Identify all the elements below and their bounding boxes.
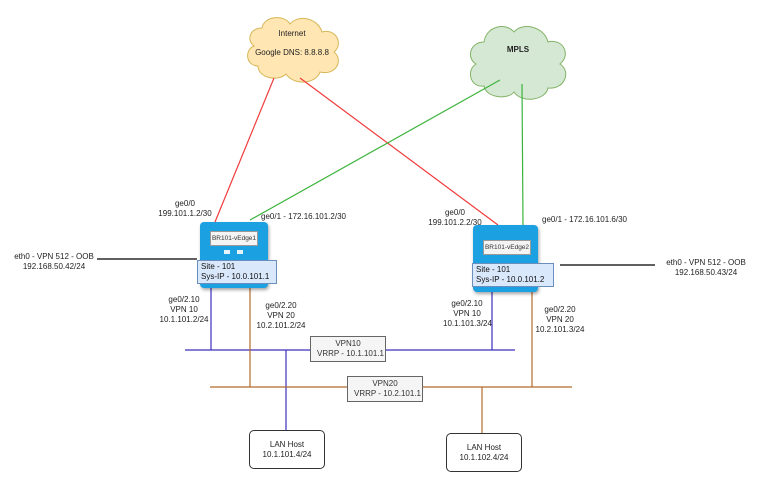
vedge1-ge0210-ip: 10.1.101.2/24	[159, 315, 209, 324]
vedge2-ge01-label: ge0/1 - 172.16.101.6/30	[542, 215, 627, 224]
vedge2-eth0-ip: 192.168.50.43/24	[674, 268, 738, 277]
vedge2-eth0-label: eth0 - VPN 512 - OOB 192.168.50.43/24	[666, 258, 746, 278]
vedge2-ge0210-vpn: VPN 10	[453, 309, 481, 318]
internet-cloud-subtitle: Google DNS: 8.8.8.8	[255, 48, 329, 57]
vpn20-title: VPN20	[372, 379, 398, 388]
vpn20-vrrp-box[interactable]: VPN20 VRRP - 10.2.101.1	[347, 376, 423, 402]
mpls-cloud[interactable]	[469, 26, 567, 100]
vedge2-ge0220-vpn: VPN 20	[546, 315, 574, 324]
vedge1-name: BR101-vEdge1	[210, 231, 258, 246]
internet-link-vedge2	[299, 77, 499, 226]
vpn20-vrrp: VRRP - 10.2.101.1	[354, 389, 422, 398]
vedge2-ge0220-ip: 10.2.101.3/24	[535, 325, 585, 334]
vedge2-ge0210-ip: 10.1.101.3/24	[443, 319, 492, 328]
vedge2-ge0220-label: ge0/2.20 VPN 20 10.2.101.3/24	[535, 305, 585, 335]
mpls-link-vedge2	[521, 83, 524, 226]
lan-host-1-title: LAN Host	[269, 439, 305, 449]
lan-host-2-title: LAN Host	[466, 442, 502, 452]
vpn10-vrrp: VRRP - 10.1.101.1	[317, 349, 385, 358]
vedge1-ge00-name: ge0/0	[174, 199, 196, 208]
vedge1-ge0210-label: ge0/2.10 VPN 10 10.1.101.2/24	[159, 295, 209, 325]
vedge1-ge0210-name: ge0/2.10	[168, 295, 200, 304]
router-icon	[224, 250, 244, 256]
vedge1-eth0-name: eth0 - VPN 512 - OOB	[14, 252, 94, 261]
vedge1-eth0-ip: 192.168.50.42/24	[22, 262, 86, 271]
vedge1-sys-ip: Sys-IP - 10.0.101.1	[201, 272, 270, 281]
vedge1-ge0220-label: ge0/2.20 VPN 20 10.2.101.2/24	[256, 301, 306, 331]
vedge2-ge0210-name: ge0/2.10	[451, 299, 483, 308]
vedge1-site-box: Site - 101 Sys-IP - 10.0.101.1	[197, 260, 277, 284]
vedge1-ge01-label: ge0/1 - 172.16.101.2/30	[261, 212, 346, 221]
vedge1-ge0220-vpn: VPN 20	[267, 311, 295, 320]
vpn10-title: VPN10	[335, 339, 361, 348]
mpls-cloud-title: MPLS	[506, 45, 530, 54]
vedge1-ge00-ip: 199.101.1.2/30	[158, 209, 212, 218]
vedge1-eth0-label: eth0 - VPN 512 - OOB 192.168.50.42/24	[14, 252, 94, 272]
vedge2-eth0-name: eth0 - VPN 512 - OOB	[666, 258, 746, 267]
lan-host-1-ip: 10.1.101.4/24	[262, 449, 312, 459]
vedge1-ge0210-vpn: VPN 10	[170, 305, 198, 314]
vedge2-site-box: Site - 101 Sys-IP - 10.0.101.2	[472, 263, 554, 287]
vedge2-ge00-name: ge0/0	[444, 208, 466, 217]
internet-cloud[interactable]	[247, 17, 339, 83]
vedge2-name: BR101-vEdge2	[483, 240, 531, 255]
internet-cloud-title: Internet	[278, 29, 306, 38]
vedge2-ge00-ip: 199.101.2.2/30	[428, 218, 482, 227]
vedge1-site: Site - 101	[201, 262, 236, 271]
vedge2-ge0210-label: ge0/2.10 VPN 10 10.1.101.3/24	[443, 299, 492, 329]
internet-link-vedge1	[214, 77, 275, 223]
vedge2-site: Site - 101	[476, 265, 511, 274]
vedge1-ge0220-name: ge0/2.20	[265, 301, 297, 310]
vedge2-ge00-label: ge0/0 199.101.2.2/30	[425, 208, 485, 228]
lan-host-2-ip: 10.1.102.4/24	[459, 452, 509, 462]
lan-host-2[interactable]: LAN Host 10.1.102.4/24	[446, 433, 522, 472]
vedge2-sys-ip: Sys-IP - 10.0.101.2	[476, 275, 545, 284]
vedge1-ge00-label: ge0/0 199.101.1.2/30	[155, 199, 215, 219]
vedge2-ge0220-name: ge0/2.20	[544, 305, 576, 314]
lan-host-1[interactable]: LAN Host 10.1.101.4/24	[249, 430, 325, 469]
vpn10-vrrp-box[interactable]: VPN10 VRRP - 10.1.101.1	[310, 336, 386, 362]
vedge1-ge0220-ip: 10.2.101.2/24	[256, 321, 306, 330]
mpls-link-vedge1	[249, 79, 501, 221]
